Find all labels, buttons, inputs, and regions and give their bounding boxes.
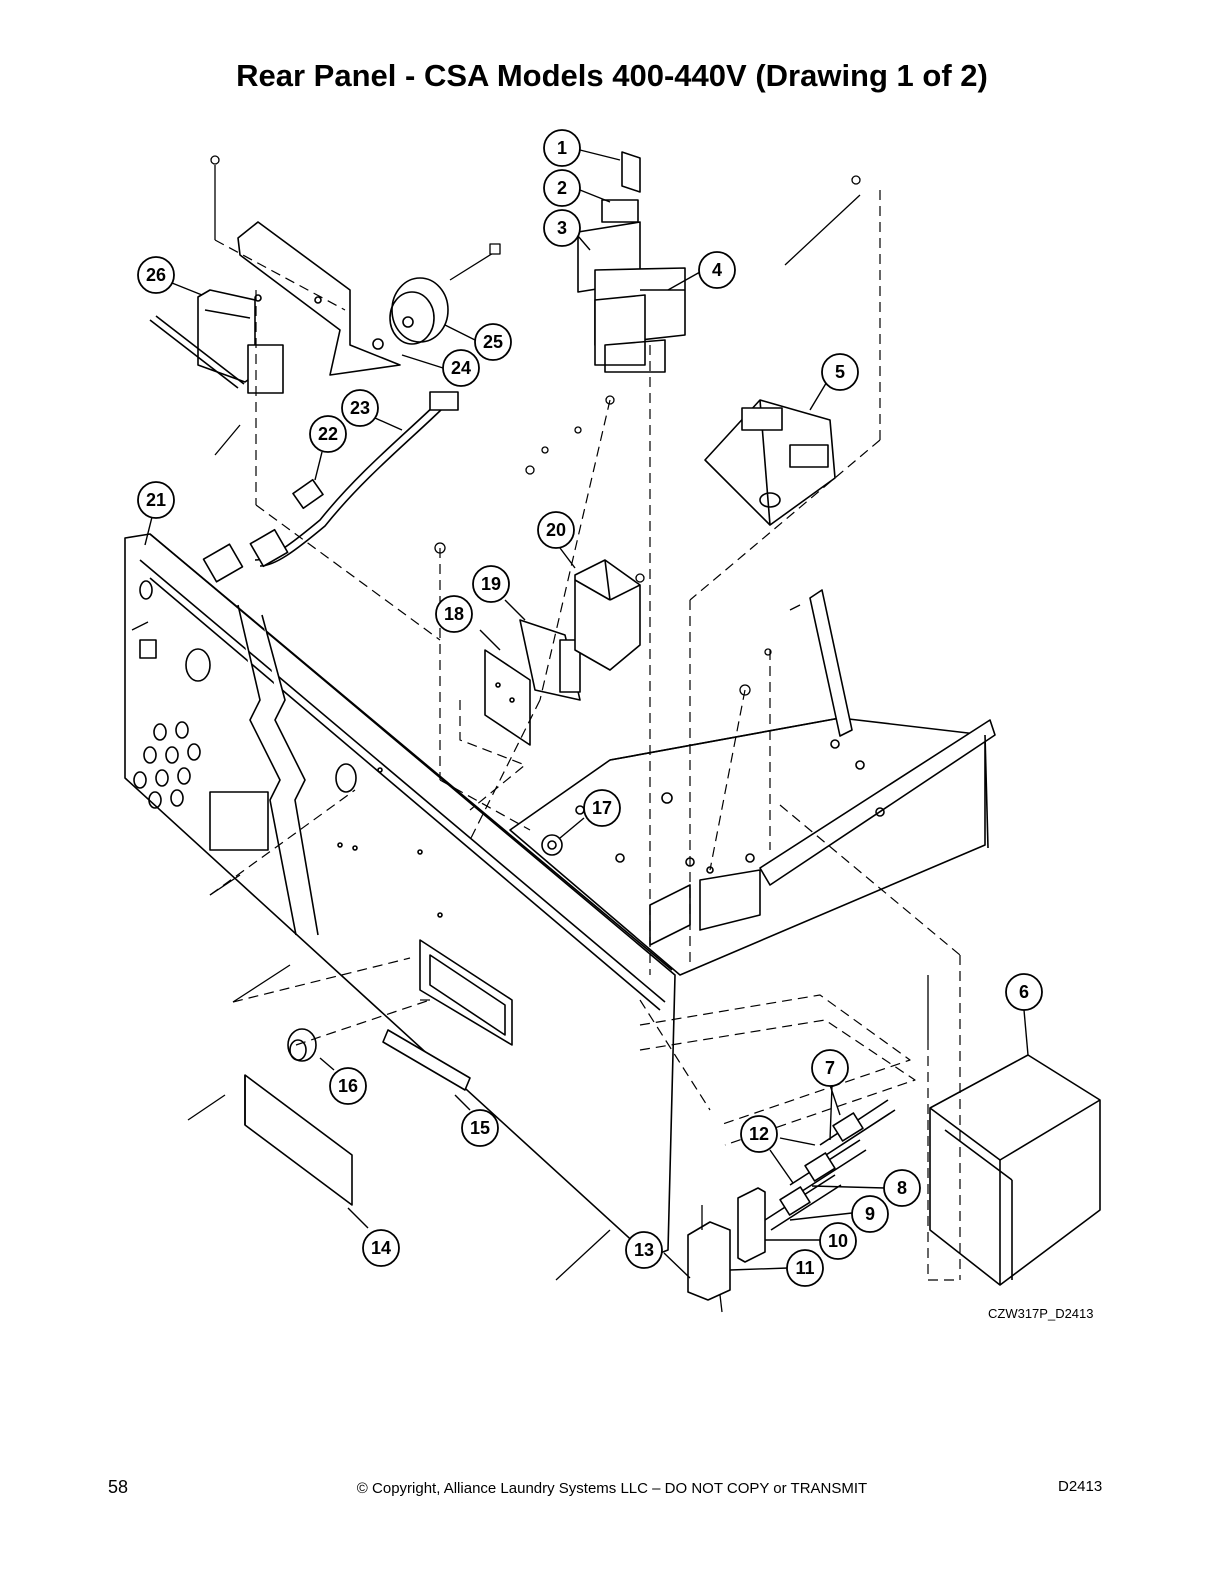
cover-part-14 bbox=[244, 1074, 353, 1206]
callout-label: 1 bbox=[557, 138, 567, 158]
callout-label: 3 bbox=[557, 218, 567, 238]
copyright-notice: © Copyright, Alliance Laundry Systems LL… bbox=[356, 1480, 868, 1497]
callout-label: 21 bbox=[146, 490, 166, 510]
callout-label: 15 bbox=[470, 1118, 490, 1138]
callout-label: 25 bbox=[483, 332, 503, 352]
callout-14: 14 bbox=[362, 1229, 400, 1267]
strain-relief-part-16 bbox=[287, 1028, 317, 1062]
rear-panel-part-21 bbox=[124, 533, 676, 1258]
callout-16: 16 bbox=[329, 1067, 367, 1105]
screw-hardware bbox=[131, 155, 929, 1313]
callout-label: 11 bbox=[795, 1258, 814, 1278]
callout-label: 26 bbox=[146, 265, 166, 285]
callout-11: 11 bbox=[786, 1249, 824, 1287]
callout-19: 19 bbox=[472, 565, 510, 603]
fuse-part-7 bbox=[764, 1099, 896, 1231]
buzzer-part-25 bbox=[389, 277, 449, 345]
callout-label: 13 bbox=[634, 1240, 654, 1260]
terminal-block-part-26 bbox=[149, 289, 284, 394]
callout-25: 25 bbox=[474, 323, 512, 361]
callout-18: 18 bbox=[435, 595, 473, 633]
callout-label: 7 bbox=[825, 1058, 835, 1078]
callout-4: 4 bbox=[698, 251, 736, 289]
callout-13: 13 bbox=[625, 1231, 663, 1269]
wire-harness-part-23 bbox=[202, 391, 459, 583]
callout-label: 20 bbox=[546, 520, 566, 540]
cover-plate-part-18 bbox=[484, 649, 531, 746]
drawing-code: CZW317P_D2413 bbox=[988, 1306, 1094, 1321]
callout-label: 10 bbox=[828, 1231, 848, 1251]
transformer-part-6 bbox=[929, 1054, 1101, 1286]
callout-label: 18 bbox=[444, 604, 464, 624]
callout-group: 1234567891011121314151617181920212223242… bbox=[137, 129, 1043, 1287]
leader-arrows bbox=[144, 149, 1029, 1279]
enclosure-part-20 bbox=[574, 559, 641, 671]
callout-22: 22 bbox=[309, 415, 347, 453]
callout-label: 16 bbox=[338, 1076, 358, 1096]
page-number: 58 bbox=[108, 1477, 129, 1497]
callout-1: 1 bbox=[543, 129, 581, 167]
assembly-lines bbox=[209, 190, 961, 1281]
relay-part-19 bbox=[519, 619, 581, 701]
label-part-15 bbox=[382, 1029, 471, 1091]
callout-23: 23 bbox=[341, 389, 379, 427]
callout-6: 6 bbox=[1005, 973, 1043, 1011]
callout-label: 9 bbox=[865, 1204, 875, 1224]
callout-15: 15 bbox=[461, 1109, 499, 1147]
transformer-part-5 bbox=[704, 399, 836, 526]
callout-label: 4 bbox=[712, 260, 722, 280]
callout-26: 26 bbox=[137, 256, 175, 294]
document-id: D2413 bbox=[1058, 1478, 1103, 1495]
grommet-part-17 bbox=[541, 834, 563, 856]
callout-17: 17 bbox=[583, 789, 621, 827]
callout-10: 10 bbox=[819, 1222, 857, 1260]
callout-label: 2 bbox=[557, 178, 567, 198]
callout-label: 23 bbox=[350, 398, 370, 418]
mounting-bracket-part-24 bbox=[237, 221, 401, 376]
callout-label: 22 bbox=[318, 424, 338, 444]
fuse-holder-part-13 bbox=[687, 1187, 766, 1301]
callout-2: 2 bbox=[543, 169, 581, 207]
base-tray bbox=[509, 589, 996, 976]
callout-label: 6 bbox=[1019, 982, 1029, 1002]
callout-20: 20 bbox=[537, 511, 575, 549]
callout-8: 8 bbox=[883, 1169, 921, 1207]
callout-label: 14 bbox=[371, 1238, 391, 1258]
callout-label: 8 bbox=[897, 1178, 907, 1198]
callout-label: 24 bbox=[451, 358, 471, 378]
callout-3: 3 bbox=[543, 209, 581, 247]
callout-label: 19 bbox=[481, 574, 501, 594]
callout-24: 24 bbox=[442, 349, 480, 387]
callout-label: 17 bbox=[592, 798, 612, 818]
callout-12: 12 bbox=[740, 1115, 778, 1153]
callout-label: 12 bbox=[749, 1124, 769, 1144]
callout-5: 5 bbox=[821, 353, 859, 391]
callout-label: 5 bbox=[835, 362, 845, 382]
contactor-part-4 bbox=[577, 151, 686, 373]
callout-21: 21 bbox=[137, 481, 175, 519]
callout-7: 7 bbox=[811, 1049, 849, 1087]
page-title: Rear Panel - CSA Models 400-440V (Drawin… bbox=[236, 58, 988, 93]
callout-9: 9 bbox=[851, 1195, 889, 1233]
